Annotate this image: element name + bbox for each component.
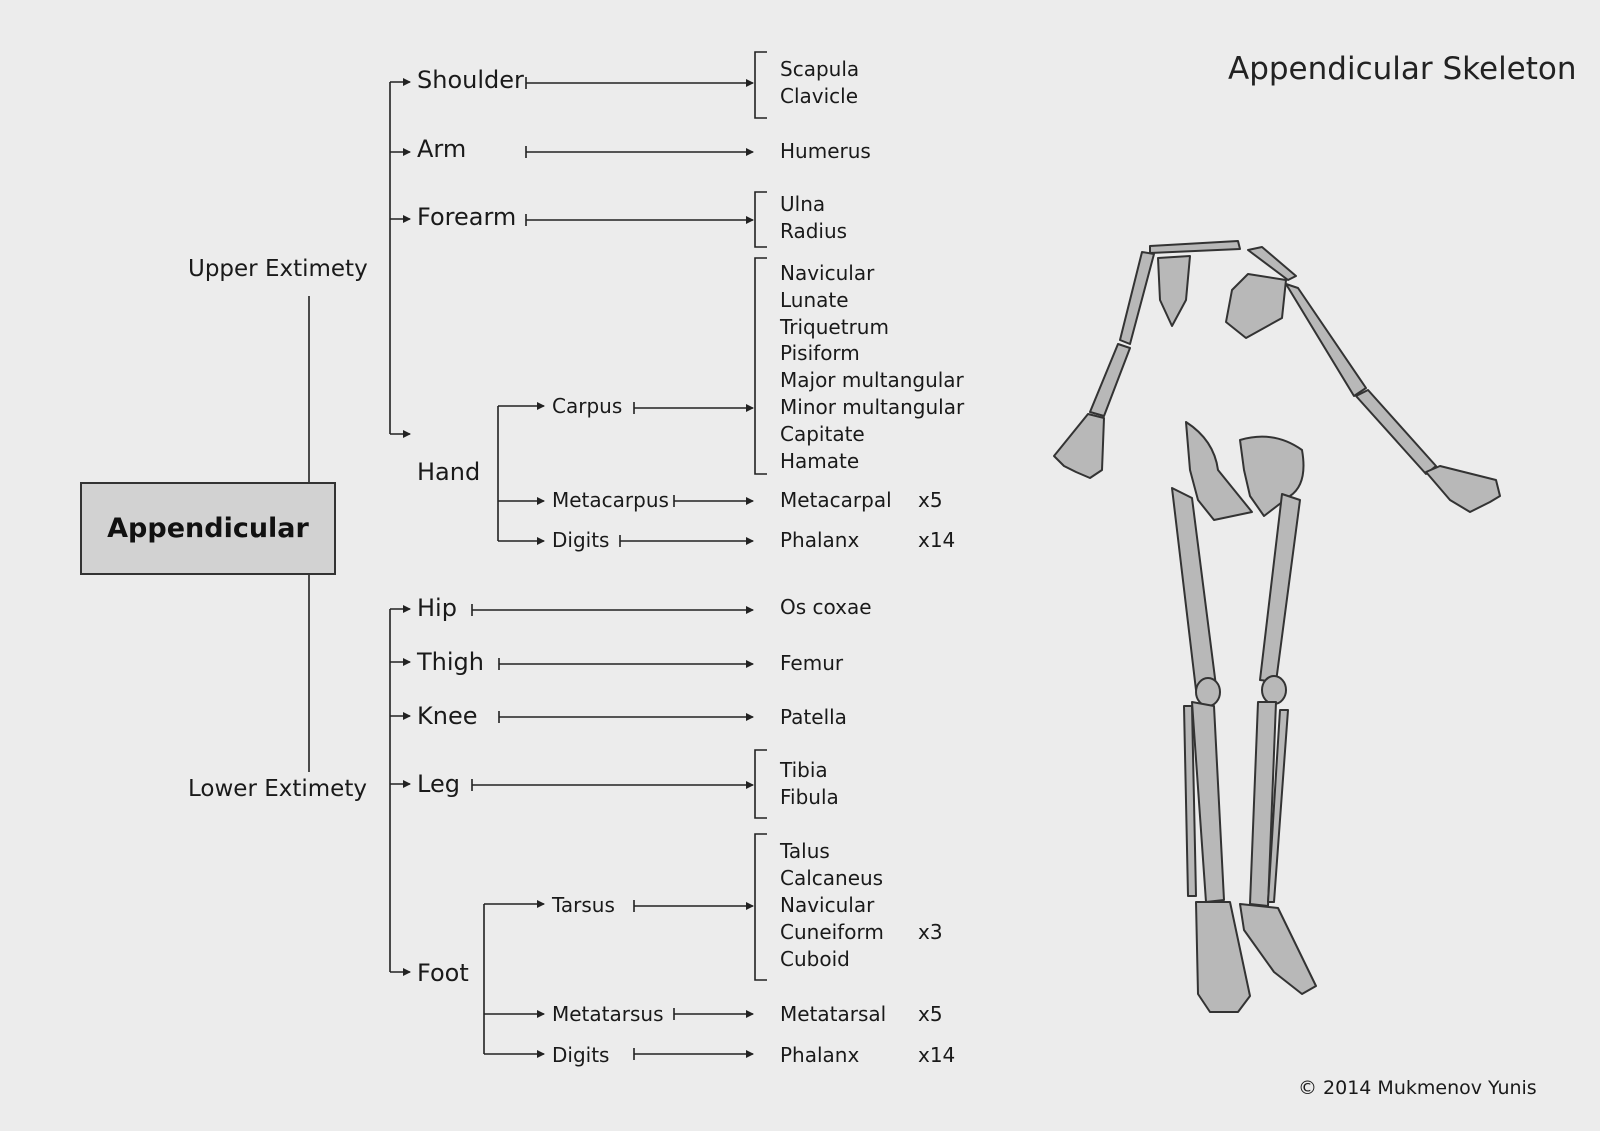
right-fibula <box>1267 709 1289 903</box>
connector-lines <box>308 51 767 1060</box>
right-humerus <box>1285 283 1367 397</box>
bone-hamate: Hamate <box>780 449 860 473</box>
bone-ulna: Ulna <box>780 192 826 216</box>
bone-navicular-hand: Navicular <box>780 261 875 285</box>
bone-triquetrum: Triquetrum <box>780 315 889 339</box>
bone-humerus: Humerus <box>780 139 871 163</box>
bone-navicular-foot: Navicular <box>780 893 875 917</box>
root-node-label: Appendicular <box>107 513 309 544</box>
left-forearm <box>1089 343 1131 417</box>
bone-patella: Patella <box>780 705 847 729</box>
sub-metatarsus: Metatarsus <box>552 1002 664 1026</box>
left-hand <box>1053 413 1105 479</box>
right-scapula <box>1225 273 1287 339</box>
right-femur <box>1259 493 1301 683</box>
bone-fibula: Fibula <box>780 785 839 809</box>
part-leg: Leg <box>417 770 460 798</box>
sub-tarsus: Tarsus <box>552 893 615 917</box>
bone-phalanx-foot: Phalanx <box>780 1043 860 1067</box>
part-hand: Hand <box>417 458 481 486</box>
part-shoulder: Shoulder <box>417 66 524 94</box>
part-arm: Arm <box>417 135 467 163</box>
bone-scapula: Scapula <box>780 57 860 81</box>
left-humerus <box>1119 251 1155 345</box>
left-foot <box>1195 901 1251 1013</box>
left-os-coxae <box>1185 421 1253 521</box>
part-forearm: Forearm <box>417 203 517 231</box>
sub-carpus: Carpus <box>552 394 623 418</box>
part-knee: Knee <box>417 702 478 730</box>
bone-lunate: Lunate <box>780 288 849 312</box>
left-fibula <box>1183 705 1197 897</box>
bone-tibia: Tibia <box>780 758 828 782</box>
right-hand <box>1425 465 1501 513</box>
bone-minor-multangular: Minor multangular <box>780 395 965 419</box>
count-metacarpal: x5 <box>918 488 943 512</box>
left-femur <box>1171 487 1217 691</box>
bone-clavicle: Clavicle <box>780 84 859 108</box>
sub-hand-digits: Digits <box>552 528 610 552</box>
count-cuneiform: x3 <box>918 920 943 944</box>
bone-cuneiform: Cuneiform <box>780 920 884 944</box>
upper-extremity-label: Upper Extimety <box>188 256 368 282</box>
sub-foot-digits: Digits <box>552 1043 610 1067</box>
bone-phalanx-hand: Phalanx <box>780 528 860 552</box>
right-foot <box>1239 903 1317 995</box>
sub-metacarpus: Metacarpus <box>552 488 669 512</box>
bone-calcaneus: Calcaneus <box>780 866 884 890</box>
bone-radius: Radius <box>780 219 848 243</box>
copyright-credit: © 2014 Mukmenov Yunis <box>1298 1077 1537 1099</box>
part-foot: Foot <box>417 959 469 987</box>
left-clavicle <box>1149 240 1241 254</box>
right-patella <box>1261 675 1287 705</box>
bone-pisiform: Pisiform <box>780 341 860 365</box>
bone-metacarpal: Metacarpal <box>780 488 892 512</box>
left-tibia <box>1191 701 1225 903</box>
root-node-box: Appendicular <box>80 482 336 575</box>
right-clavicle <box>1247 246 1297 281</box>
bone-cuboid: Cuboid <box>780 947 850 971</box>
part-hip: Hip <box>417 594 457 622</box>
part-thigh: Thigh <box>417 648 484 676</box>
left-patella <box>1195 677 1221 707</box>
right-forearm <box>1355 389 1437 475</box>
bone-talus: Talus <box>780 839 830 863</box>
bone-capitate: Capitate <box>780 422 865 446</box>
count-phalanx-hand: x14 <box>918 528 956 552</box>
bone-major-multangular: Major multangular <box>780 368 964 392</box>
diagram-title: Appendicular Skeleton <box>1228 51 1577 87</box>
count-phalanx-foot: x14 <box>918 1043 956 1067</box>
left-scapula <box>1157 255 1191 327</box>
bone-femur: Femur <box>780 651 844 675</box>
bone-metatarsal: Metatarsal <box>780 1002 887 1026</box>
lower-extremity-label: Lower Extimety <box>188 776 367 802</box>
bone-os-coxae: Os coxae <box>780 595 872 619</box>
count-metatarsal: x5 <box>918 1002 943 1026</box>
